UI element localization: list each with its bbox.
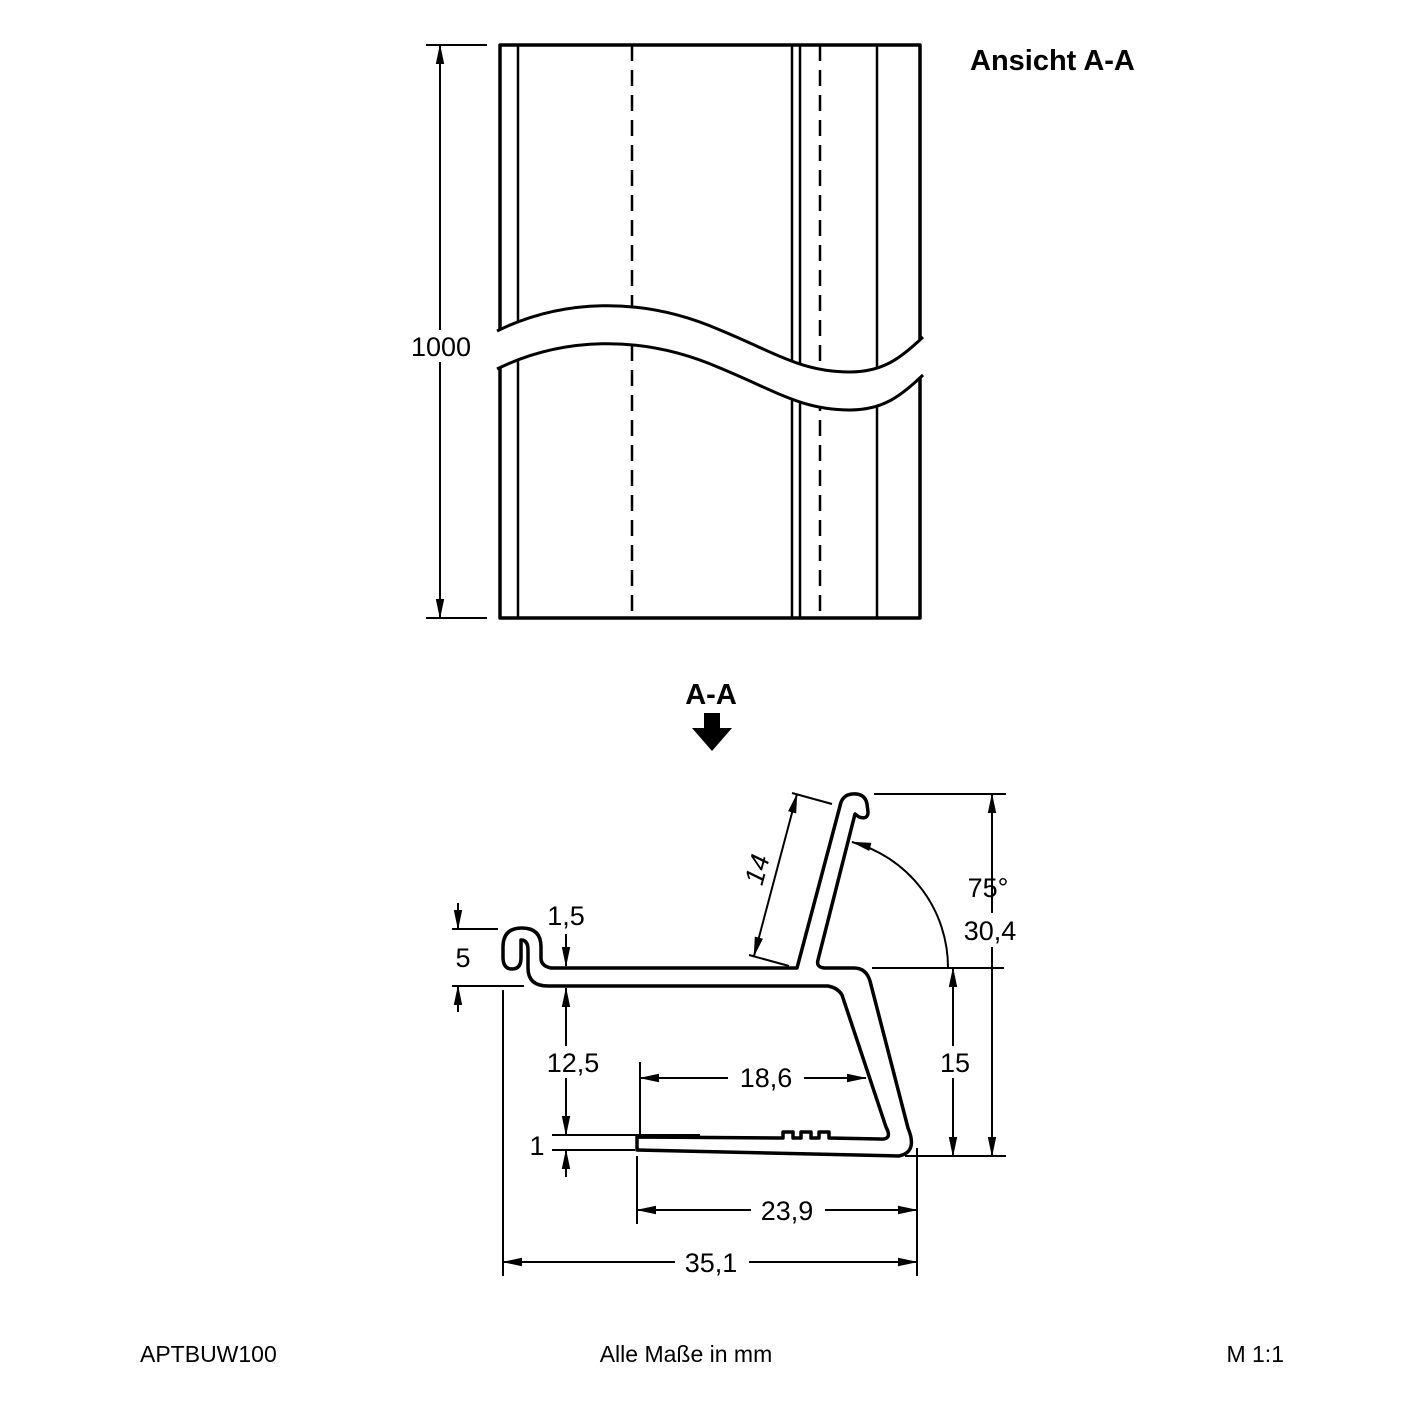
dim-hook-height-label: 5 [455, 943, 470, 973]
drawing-scale: M 1:1 [1226, 1341, 1284, 1367]
label-backing [410, 330, 472, 362]
profile-outline [501, 792, 914, 1158]
label-backing [954, 913, 1028, 947]
section-marker: A-A [685, 679, 737, 751]
dim-right-height-label: 15 [940, 1048, 970, 1078]
dim-arm-length-label: 14 [739, 851, 776, 888]
angle-arc [851, 841, 950, 969]
section-arrow-icon [692, 713, 732, 751]
dim-length-label: 1000 [411, 332, 471, 362]
label-backing [541, 1046, 605, 1078]
top-view: 1000 Ansicht A-A [410, 43, 1135, 620]
dim-arm-angle: 75° [851, 841, 1009, 969]
dim-inner-width: 18,6 [639, 1061, 867, 1134]
section-label: A-A [685, 679, 737, 711]
dim-arm-angle-label: 75° [968, 873, 1009, 903]
dim-length-1000: 1000 [410, 44, 487, 619]
dim-base-width: 23,9 [636, 1148, 918, 1276]
dimension-line [753, 793, 798, 957]
footer: APTBUW100 Alle Maße in mm M 1:1 [140, 1341, 1284, 1367]
label-backing [930, 1046, 978, 1078]
dim-total-height-label: 30,4 [964, 916, 1017, 946]
break-wave-bottom [496, 342, 925, 412]
view-title: Ansicht A-A [970, 45, 1135, 77]
dim-hook-height: 5 [452, 903, 524, 1012]
dim-wall-thickness-label: 1,5 [547, 901, 585, 931]
cross-section: 1,5 5 12,5 1 14 [452, 792, 1028, 1279]
part-number: APTBUW100 [140, 1341, 277, 1367]
label-backing [728, 1061, 804, 1093]
label-backing [751, 1193, 825, 1227]
dim-total-width: 35,1 [502, 990, 918, 1279]
break-mask [497, 305, 923, 410]
dim-arm-length: 14 [739, 792, 833, 967]
dim-wall-thickness: 1,5 [547, 901, 585, 967]
dim-web-height-label: 12,5 [547, 1048, 600, 1078]
units-note: Alle Maße in mm [600, 1341, 773, 1367]
dim-base-width-label: 23,9 [761, 1196, 814, 1226]
dim-total-height: 30,4 [874, 793, 1028, 1157]
break-wave-top [496, 304, 925, 374]
dim-total-width-label: 35,1 [685, 1248, 738, 1278]
dim-base-thickness: 1 [529, 1131, 700, 1177]
dim-inner-width-label: 18,6 [740, 1063, 793, 1093]
dim-right-height: 15 [930, 967, 978, 1157]
dim-base-thickness-label: 1 [529, 1131, 544, 1161]
label-backing [675, 1245, 749, 1279]
extension-line [791, 792, 833, 805]
extension-line [748, 954, 790, 967]
dim-web-height: 12,5 [541, 987, 605, 1136]
